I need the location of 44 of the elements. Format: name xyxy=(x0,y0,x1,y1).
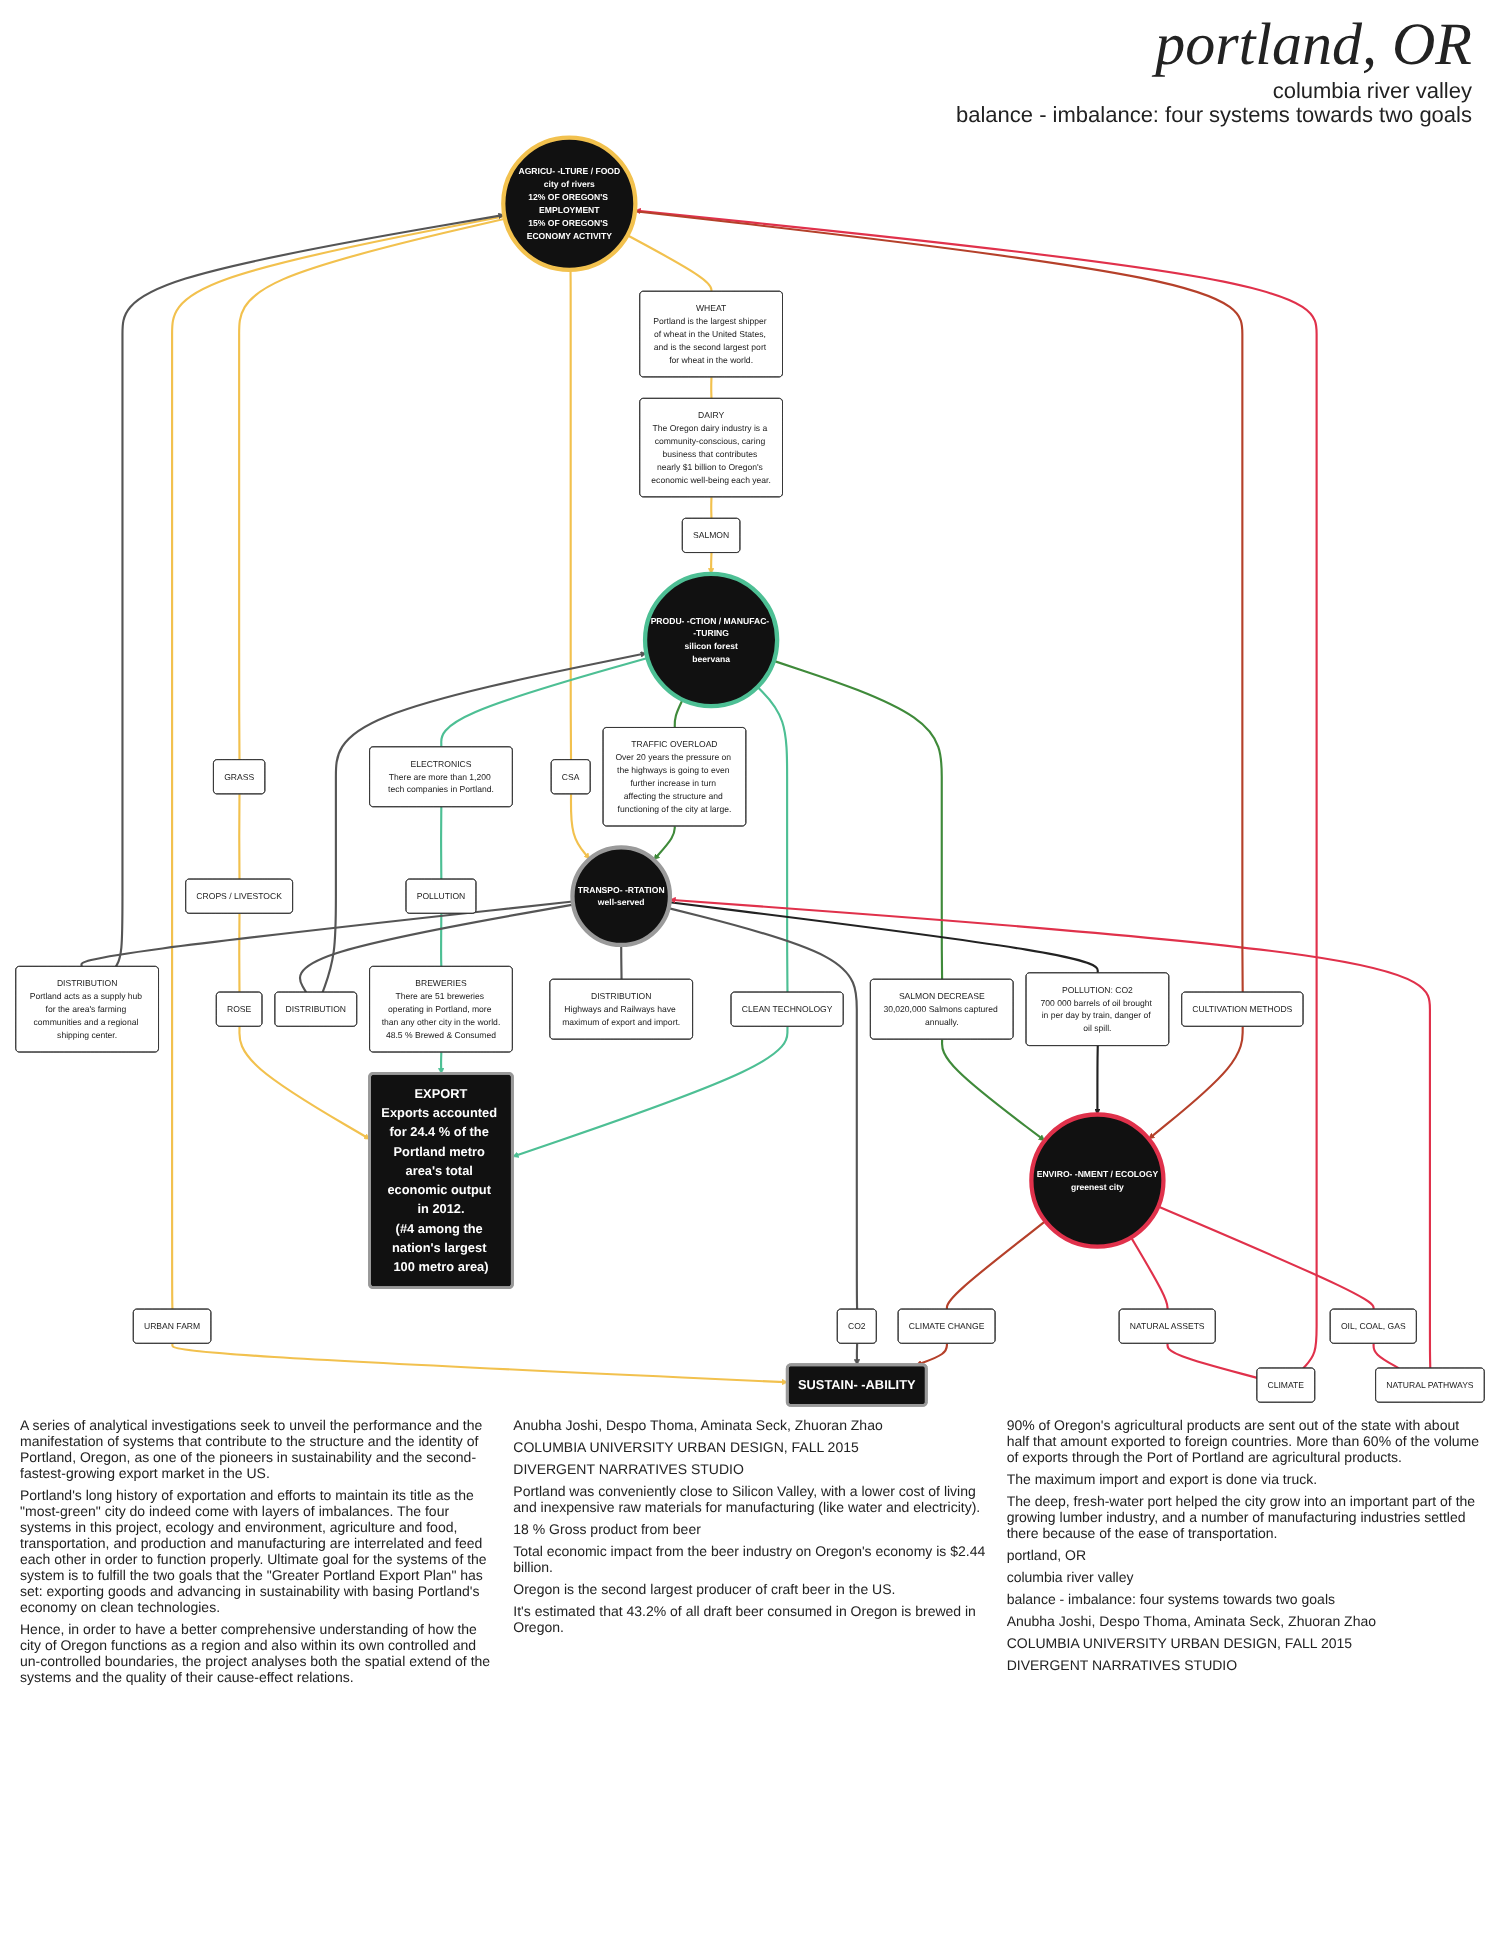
arrow xyxy=(438,1052,445,1075)
connector xyxy=(945,1220,1047,1310)
arrow xyxy=(114,212,505,968)
connector xyxy=(669,901,1099,974)
connector xyxy=(756,686,789,993)
arrow xyxy=(653,826,676,861)
connector xyxy=(620,944,623,980)
subtitle: columbia river valley xyxy=(1270,80,1472,104)
connector xyxy=(440,913,443,967)
connector xyxy=(1166,1343,1258,1379)
arrow xyxy=(238,1026,371,1140)
connector xyxy=(710,497,713,519)
connector xyxy=(634,210,1244,993)
connector xyxy=(773,659,944,980)
connector xyxy=(1157,1205,1375,1310)
connector xyxy=(238,217,506,760)
connector xyxy=(1372,1343,1400,1370)
arrow xyxy=(1148,1026,1244,1140)
connector xyxy=(626,234,713,292)
arrow xyxy=(321,651,647,993)
connector xyxy=(440,657,648,748)
arrow xyxy=(707,552,715,575)
connector xyxy=(668,907,859,1310)
title: portland, OR xyxy=(1150,12,1472,80)
arrow xyxy=(940,1039,1046,1141)
connector xyxy=(80,900,573,968)
subtitle: balance - imbalance: four systems towards two goals xyxy=(953,104,1472,128)
connector xyxy=(238,913,241,993)
connector xyxy=(298,903,574,993)
connector xyxy=(1130,1236,1169,1310)
arrow xyxy=(853,1343,861,1366)
connector xyxy=(710,377,713,399)
connector xyxy=(238,794,241,880)
arrow xyxy=(634,207,1318,1369)
arrow xyxy=(915,1343,949,1367)
connector xyxy=(440,807,443,880)
arrow xyxy=(1094,1045,1101,1115)
arrow xyxy=(669,897,1432,1369)
arrow xyxy=(569,794,590,860)
connector xyxy=(171,215,505,1310)
arrow xyxy=(512,1026,789,1158)
connector xyxy=(673,699,684,728)
connector xyxy=(569,269,573,760)
arrow xyxy=(171,1342,788,1386)
